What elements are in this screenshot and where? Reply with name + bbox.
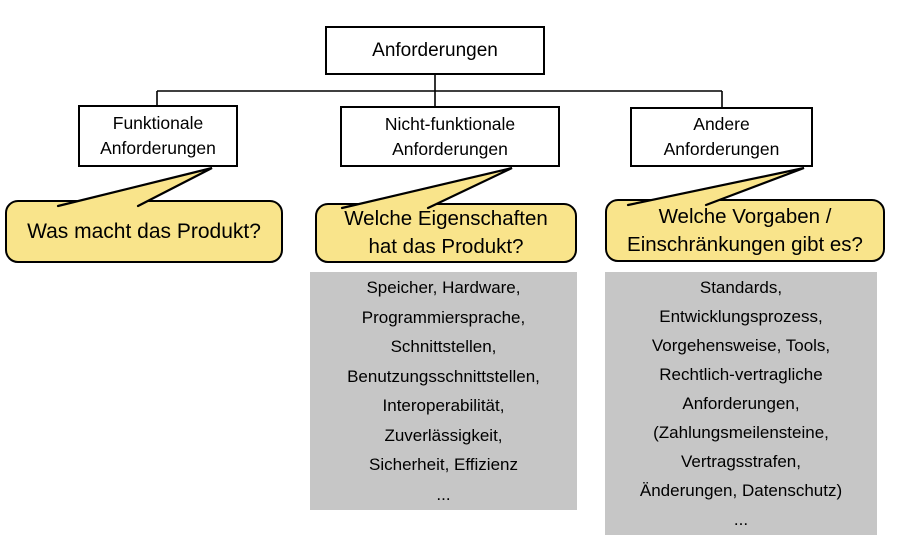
question-text: Welche Eigenschaften hat das Produkt? bbox=[344, 207, 548, 258]
details-panel-nicht-funktionale: Speicher, Hardware, Programmiersprache, … bbox=[310, 272, 577, 510]
bubble-tail-middle bbox=[340, 166, 513, 210]
node-label: Nicht-funktionale Anforderungen bbox=[384, 113, 516, 159]
root-node-label: Anforderungen bbox=[372, 39, 498, 61]
question-bubble-andere: Welche Vorgaben / Einschränkungen gibt e… bbox=[605, 199, 885, 262]
question-bubble-funktionale: Was macht das Produkt? bbox=[5, 200, 283, 263]
node-label: Andere Anforderungen bbox=[663, 114, 780, 159]
details-text: Standards, Entwicklungsprozess, Vorgehen… bbox=[639, 278, 843, 529]
question-text: Welche Vorgaben / Einschränkungen gibt e… bbox=[627, 204, 863, 256]
node-andere-anforderungen: Andere Anforderungen bbox=[630, 107, 813, 167]
details-text: Speicher, Hardware, Programmiersprache, … bbox=[347, 278, 540, 504]
node-funktionale-anforderungen: Funktionale Anforderungen bbox=[78, 105, 238, 167]
node-nicht-funktionale-anforderungen: Nicht-funktionale Anforderungen bbox=[340, 106, 560, 167]
details-panel-andere: Standards, Entwicklungsprozess, Vorgehen… bbox=[605, 272, 877, 535]
root-node: Anforderungen bbox=[325, 26, 545, 75]
node-label: Funktionale Anforderungen bbox=[100, 113, 216, 158]
question-bubble-nicht-funktionale: Welche Eigenschaften hat das Produkt? bbox=[315, 203, 577, 263]
question-text: Was macht das Produkt? bbox=[27, 219, 261, 243]
